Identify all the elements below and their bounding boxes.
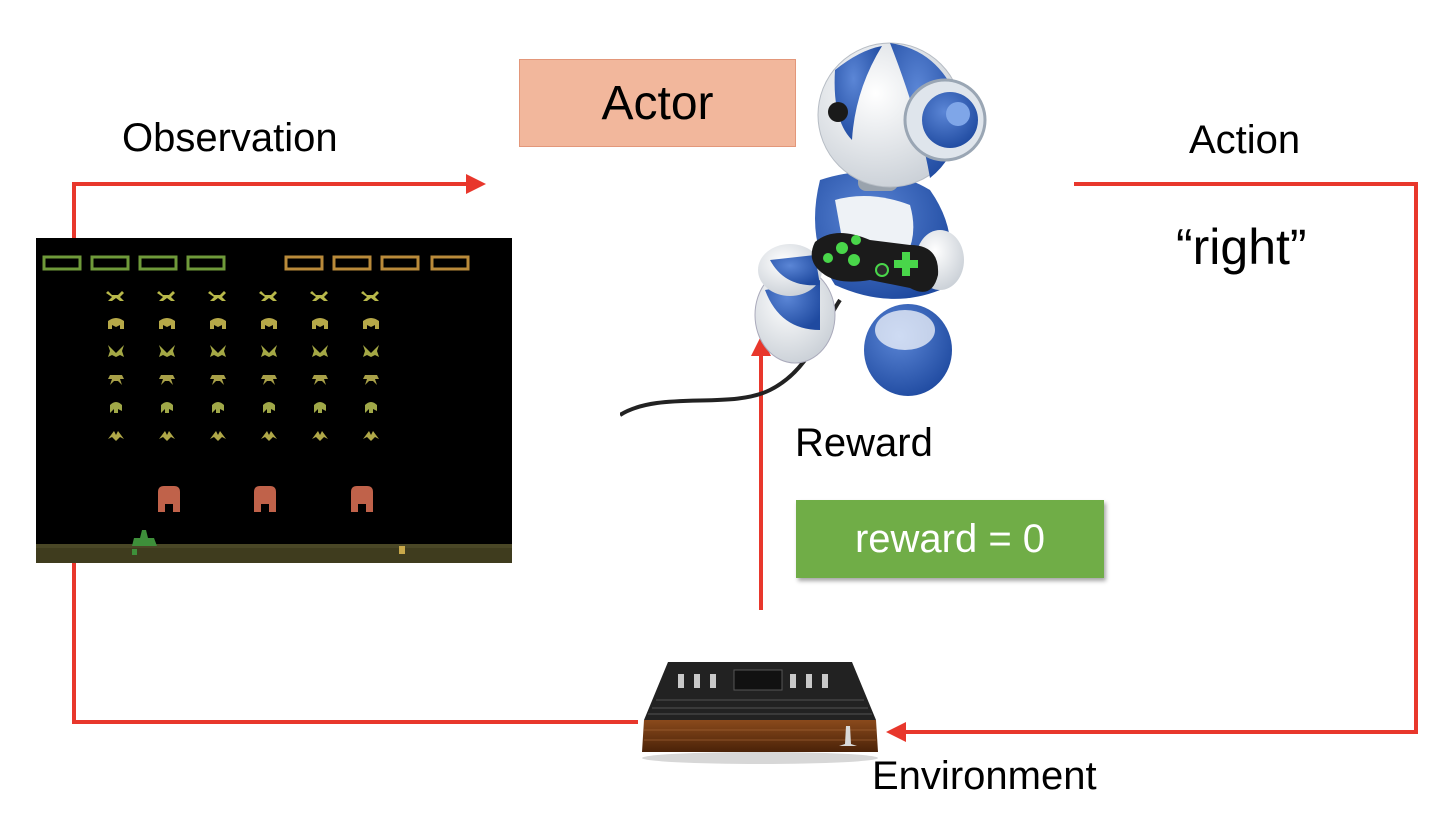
invader [159,345,175,357]
actor-box: Actor [519,59,796,147]
invader [210,375,226,385]
invader [210,318,226,329]
invader [363,345,379,357]
invader [159,431,175,441]
reward-label: Reward [795,421,933,465]
invader [365,402,377,413]
actor-label: Actor [601,76,714,130]
reward-value-label: reward = 0 [854,516,1046,561]
invader [310,291,328,301]
invader [312,431,328,441]
invader [259,291,277,301]
reward-value-box: reward = 0 [796,500,1104,578]
invader [108,431,124,441]
invader [106,291,124,301]
invader [210,431,226,441]
invader [108,345,124,357]
invader [312,345,328,357]
invader [363,431,379,441]
invader [363,318,379,329]
invader [314,402,326,413]
invader [108,375,124,385]
invader [261,345,277,357]
invader [210,345,226,357]
observation-label: Observation [122,116,338,160]
environment-label: Environment [872,754,1097,798]
invader [159,318,175,329]
robot-with-gamepad-icon [620,42,987,417]
action-value-label: “right” [1176,219,1307,275]
invader [108,318,124,329]
invader [161,402,173,413]
invader [363,375,379,385]
action-label: Action [1189,118,1301,162]
invader [157,291,175,301]
invader [261,318,277,329]
invader [159,375,175,385]
invader [208,291,226,301]
invader [212,402,224,413]
invader [361,291,379,301]
space-invaders-screen-icon [36,238,512,563]
atari-console-icon [642,662,878,764]
invader [261,431,277,441]
invader [312,375,328,385]
invader [263,402,275,413]
invader [110,402,122,413]
action-arrow [886,182,1418,742]
invader [312,318,328,329]
invader [261,375,277,385]
